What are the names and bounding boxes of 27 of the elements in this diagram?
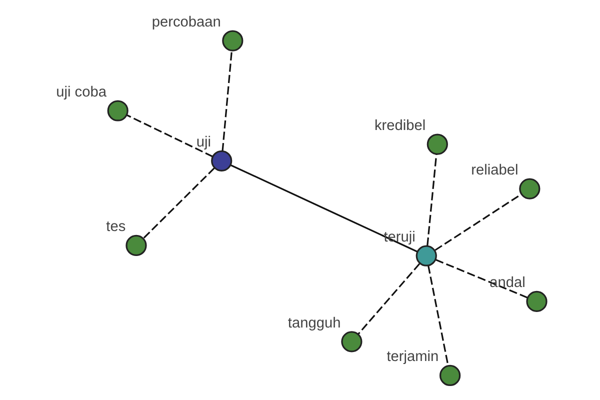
connector xyxy=(230,164,418,252)
connector xyxy=(126,114,213,158)
connector xyxy=(357,263,420,335)
node-label: percobaan xyxy=(151,14,220,30)
node-circle xyxy=(210,150,232,172)
node-circle xyxy=(106,100,128,122)
node-label: tangguh xyxy=(287,315,340,332)
connector xyxy=(434,259,528,298)
node-circle xyxy=(439,364,460,386)
node-circle xyxy=(125,234,146,256)
connector xyxy=(434,193,522,251)
node-label: kredibel xyxy=(374,118,426,134)
node-circle xyxy=(518,178,540,200)
node-circle xyxy=(426,134,448,155)
node-label: tes xyxy=(106,219,126,236)
node-label: teruji xyxy=(383,230,415,246)
node-circle xyxy=(340,331,362,352)
node-label: uji coba xyxy=(56,84,106,100)
node-circle xyxy=(526,290,547,312)
node-label: uji xyxy=(196,134,211,151)
node-circle xyxy=(415,245,436,266)
connector xyxy=(221,51,232,152)
connector xyxy=(142,168,214,239)
node-label: terjamin xyxy=(386,349,438,366)
node-circle xyxy=(222,30,243,52)
node-label: reliabel xyxy=(470,162,518,178)
node-label: andal xyxy=(489,275,525,292)
